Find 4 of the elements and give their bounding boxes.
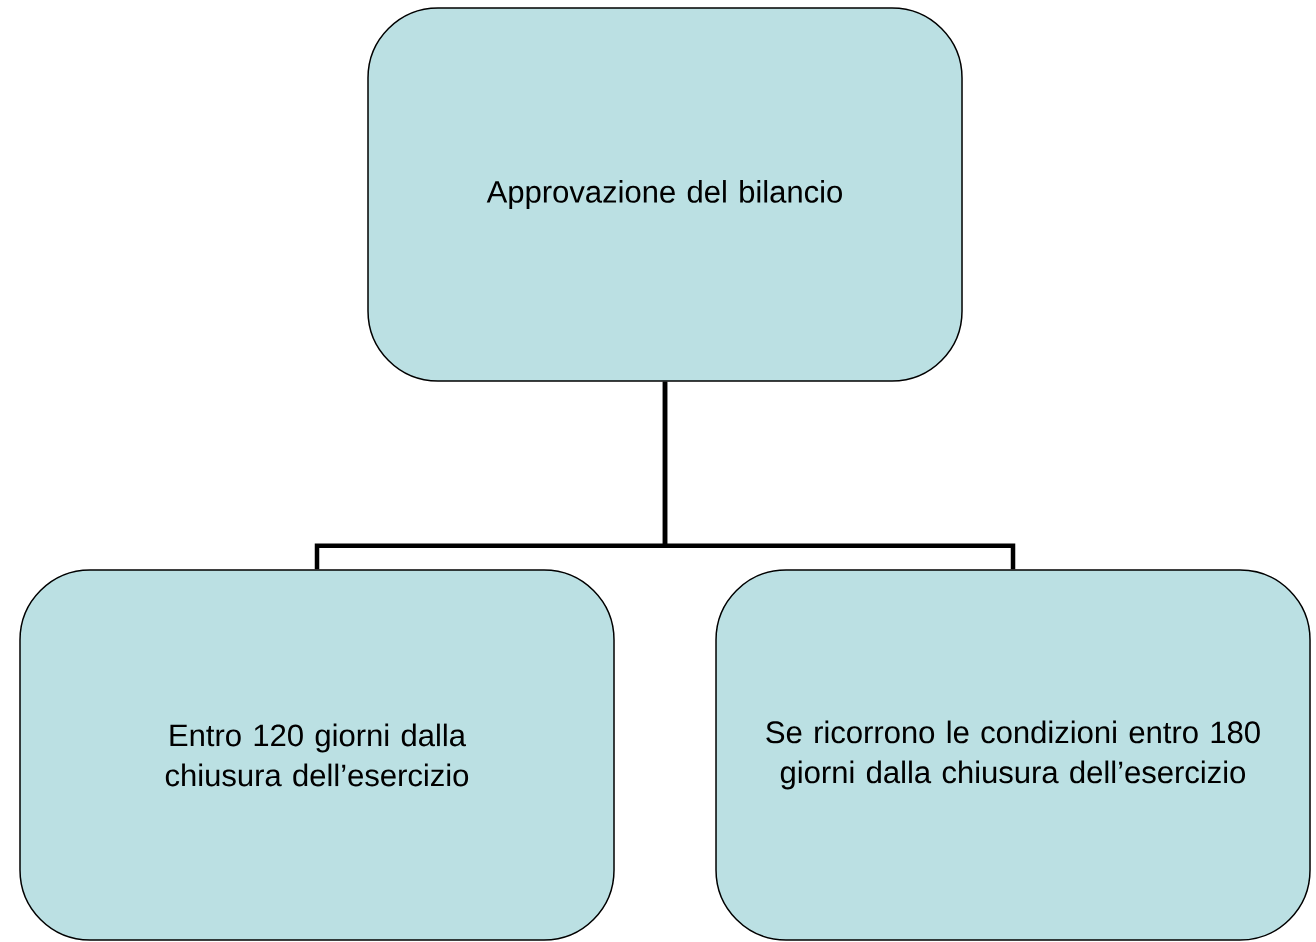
process-box: Approvazione del bilancio	[367, 7, 963, 382]
process-box: Entro 120 giorni dalla chiusura dell’esercizio	[19, 569, 615, 941]
process-box: Se ricorrono le condizioni entro 180 giorni dalla chiusura dell’esercizio	[715, 569, 1311, 941]
connector-line	[662, 381, 1016, 570]
